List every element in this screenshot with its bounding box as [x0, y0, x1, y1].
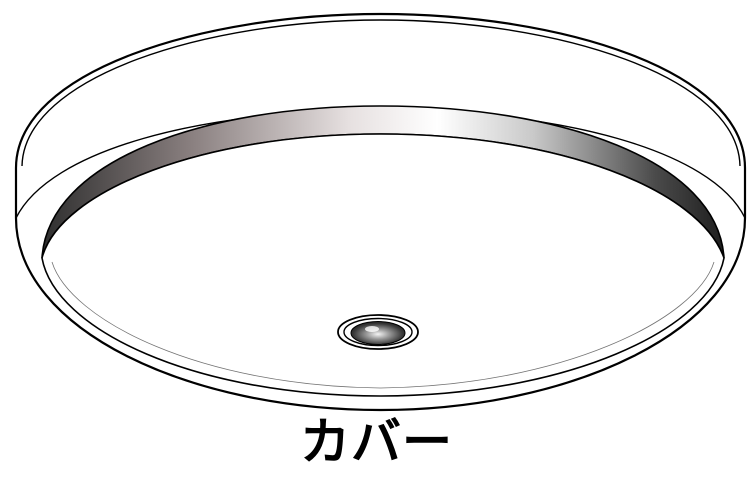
ceiling-light-icon — [14, 12, 747, 412]
sensor-dome — [350, 321, 406, 345]
diffuser-lip — [51, 261, 715, 389]
motion-sensor-icon — [337, 314, 419, 350]
sensor-highlight — [365, 326, 379, 332]
rim-top-edge — [21, 19, 741, 167]
diffuser-panel — [41, 133, 725, 397]
part-label: カバー — [300, 413, 453, 471]
